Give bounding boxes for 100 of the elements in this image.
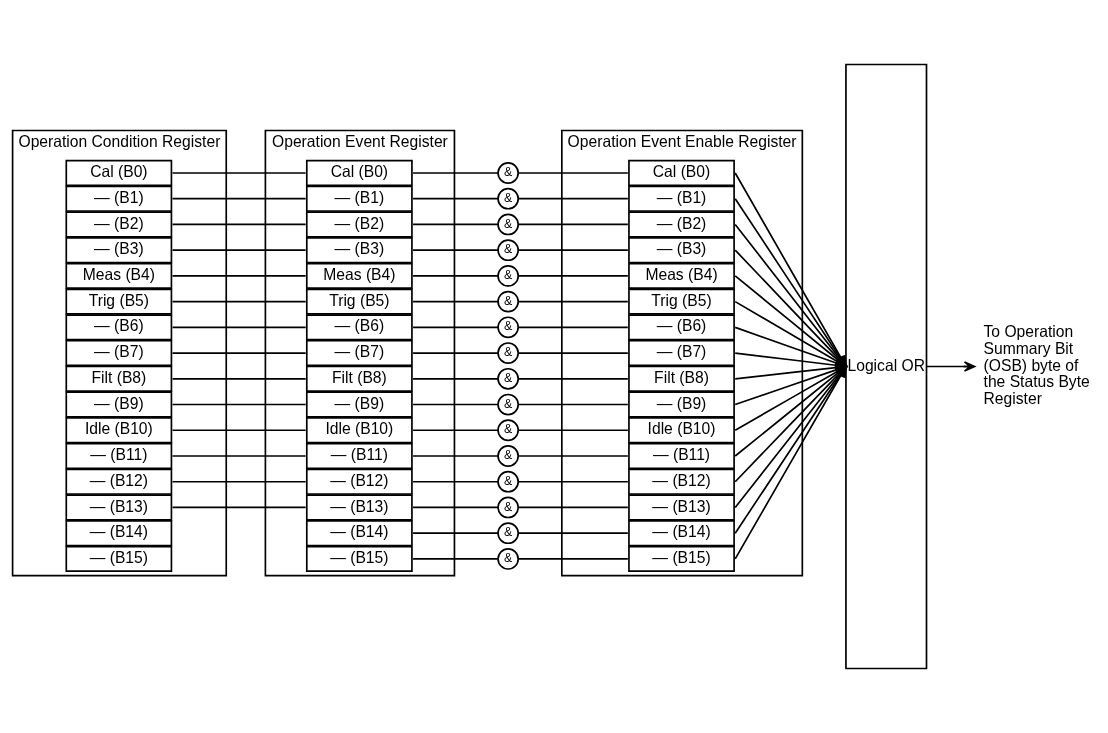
connector xyxy=(517,275,629,277)
connector xyxy=(171,223,307,226)
node-box: — (B2) xyxy=(65,211,173,238)
connector xyxy=(171,403,307,406)
node-box: Cal (B0) xyxy=(65,159,173,187)
node-box: — (B12) xyxy=(65,468,173,495)
node-circle: & xyxy=(497,445,520,467)
connector xyxy=(412,532,499,534)
connector xyxy=(517,352,629,354)
connector xyxy=(171,249,307,251)
connector xyxy=(517,197,629,200)
node-circle: & xyxy=(497,316,520,339)
node-box: — (B14) xyxy=(305,520,413,547)
connector xyxy=(171,172,307,174)
node-box: — (B15) xyxy=(65,545,173,573)
node-box: — (B15) xyxy=(628,545,735,573)
arrow xyxy=(925,361,976,372)
node-box: — (B3) xyxy=(628,237,735,264)
node-box: — (B6) xyxy=(65,314,173,341)
node-box: — (B14) xyxy=(65,520,173,547)
node-box: Trig (B5) xyxy=(628,288,735,315)
node-box: Idle (B10) xyxy=(305,417,413,444)
node-box: — (B3) xyxy=(65,237,173,264)
node-circle: & xyxy=(497,239,520,262)
node-box: — (B7) xyxy=(305,339,413,367)
node-circle: & xyxy=(497,522,520,545)
node-box: Trig (B5) xyxy=(65,288,173,315)
node-box: Meas (B4) xyxy=(305,262,413,290)
connector xyxy=(517,455,629,457)
node-circle: & xyxy=(497,342,520,364)
node-circle: & xyxy=(497,187,520,210)
node-circle: & xyxy=(497,290,520,313)
node-box: — (B6) xyxy=(305,314,413,341)
node-box: — (B11) xyxy=(305,442,413,470)
connector xyxy=(412,403,499,406)
node-box: Cal (B0) xyxy=(305,159,413,187)
node-circle: & xyxy=(497,213,520,236)
node-circle: & xyxy=(497,162,520,184)
node-box: Filt (B8) xyxy=(628,365,735,392)
connector xyxy=(412,558,499,560)
node-box: — (B3) xyxy=(305,237,413,264)
node-box: Meas (B4) xyxy=(65,262,173,290)
node-box: — (B14) xyxy=(628,520,735,547)
connector xyxy=(171,197,307,200)
connector xyxy=(517,558,629,560)
connector xyxy=(412,197,499,200)
connector xyxy=(412,480,499,483)
connector xyxy=(171,429,307,432)
connector xyxy=(412,249,499,251)
node-circle: & xyxy=(497,265,520,287)
connector xyxy=(517,377,629,380)
node-box: — (B7) xyxy=(65,339,173,367)
connector xyxy=(171,352,307,354)
node-box: Cal (B0) xyxy=(628,159,735,187)
node-box: Idle (B10) xyxy=(628,417,735,444)
connector xyxy=(517,300,629,303)
node-text: To Operation Summary Bit (OSB) byte of the Status Byte Register xyxy=(983,323,1090,408)
connector xyxy=(412,506,499,509)
connector xyxy=(412,223,499,226)
connector xyxy=(171,326,307,329)
node-box: — (B2) xyxy=(305,211,413,238)
node-circle: & xyxy=(497,548,520,570)
connector xyxy=(517,249,629,251)
node-circle: & xyxy=(497,496,520,519)
node-box: — (B9) xyxy=(305,391,413,418)
node-box: — (B12) xyxy=(305,468,413,495)
connector xyxy=(412,275,499,277)
connector xyxy=(517,403,629,406)
node-box: Filt (B8) xyxy=(65,365,173,392)
connector xyxy=(412,377,499,380)
node-circle: & xyxy=(497,470,520,493)
connector xyxy=(517,223,629,226)
connector xyxy=(412,352,499,354)
connector xyxy=(412,429,499,432)
node-circle: & xyxy=(497,419,520,442)
node-box: — (B9) xyxy=(628,391,735,418)
node-box: — (B7) xyxy=(628,339,735,367)
node-box: — (B6) xyxy=(628,314,735,341)
node-box: Filt (B8) xyxy=(305,365,413,392)
node-box: Trig (B5) xyxy=(305,288,413,315)
node-box: — (B1) xyxy=(628,185,735,212)
node-box: — (B12) xyxy=(628,468,735,495)
connector xyxy=(171,377,307,380)
connector xyxy=(171,275,307,277)
node-box: — (B15) xyxy=(305,545,413,573)
node-box: — (B1) xyxy=(305,185,413,212)
node-box: — (B9) xyxy=(65,391,173,418)
node-box: — (B2) xyxy=(628,211,735,238)
node-box: — (B11) xyxy=(628,442,735,470)
connector xyxy=(517,480,629,483)
node-box: — (B13) xyxy=(65,494,173,521)
node-box: Idle (B10) xyxy=(65,417,173,444)
connector xyxy=(412,172,499,174)
connector xyxy=(517,172,629,174)
connector xyxy=(171,455,307,457)
connector xyxy=(517,506,629,509)
node-box: Logical OR xyxy=(845,63,928,670)
node-box: — (B13) xyxy=(305,494,413,521)
connector xyxy=(412,300,499,303)
connector xyxy=(412,326,499,329)
